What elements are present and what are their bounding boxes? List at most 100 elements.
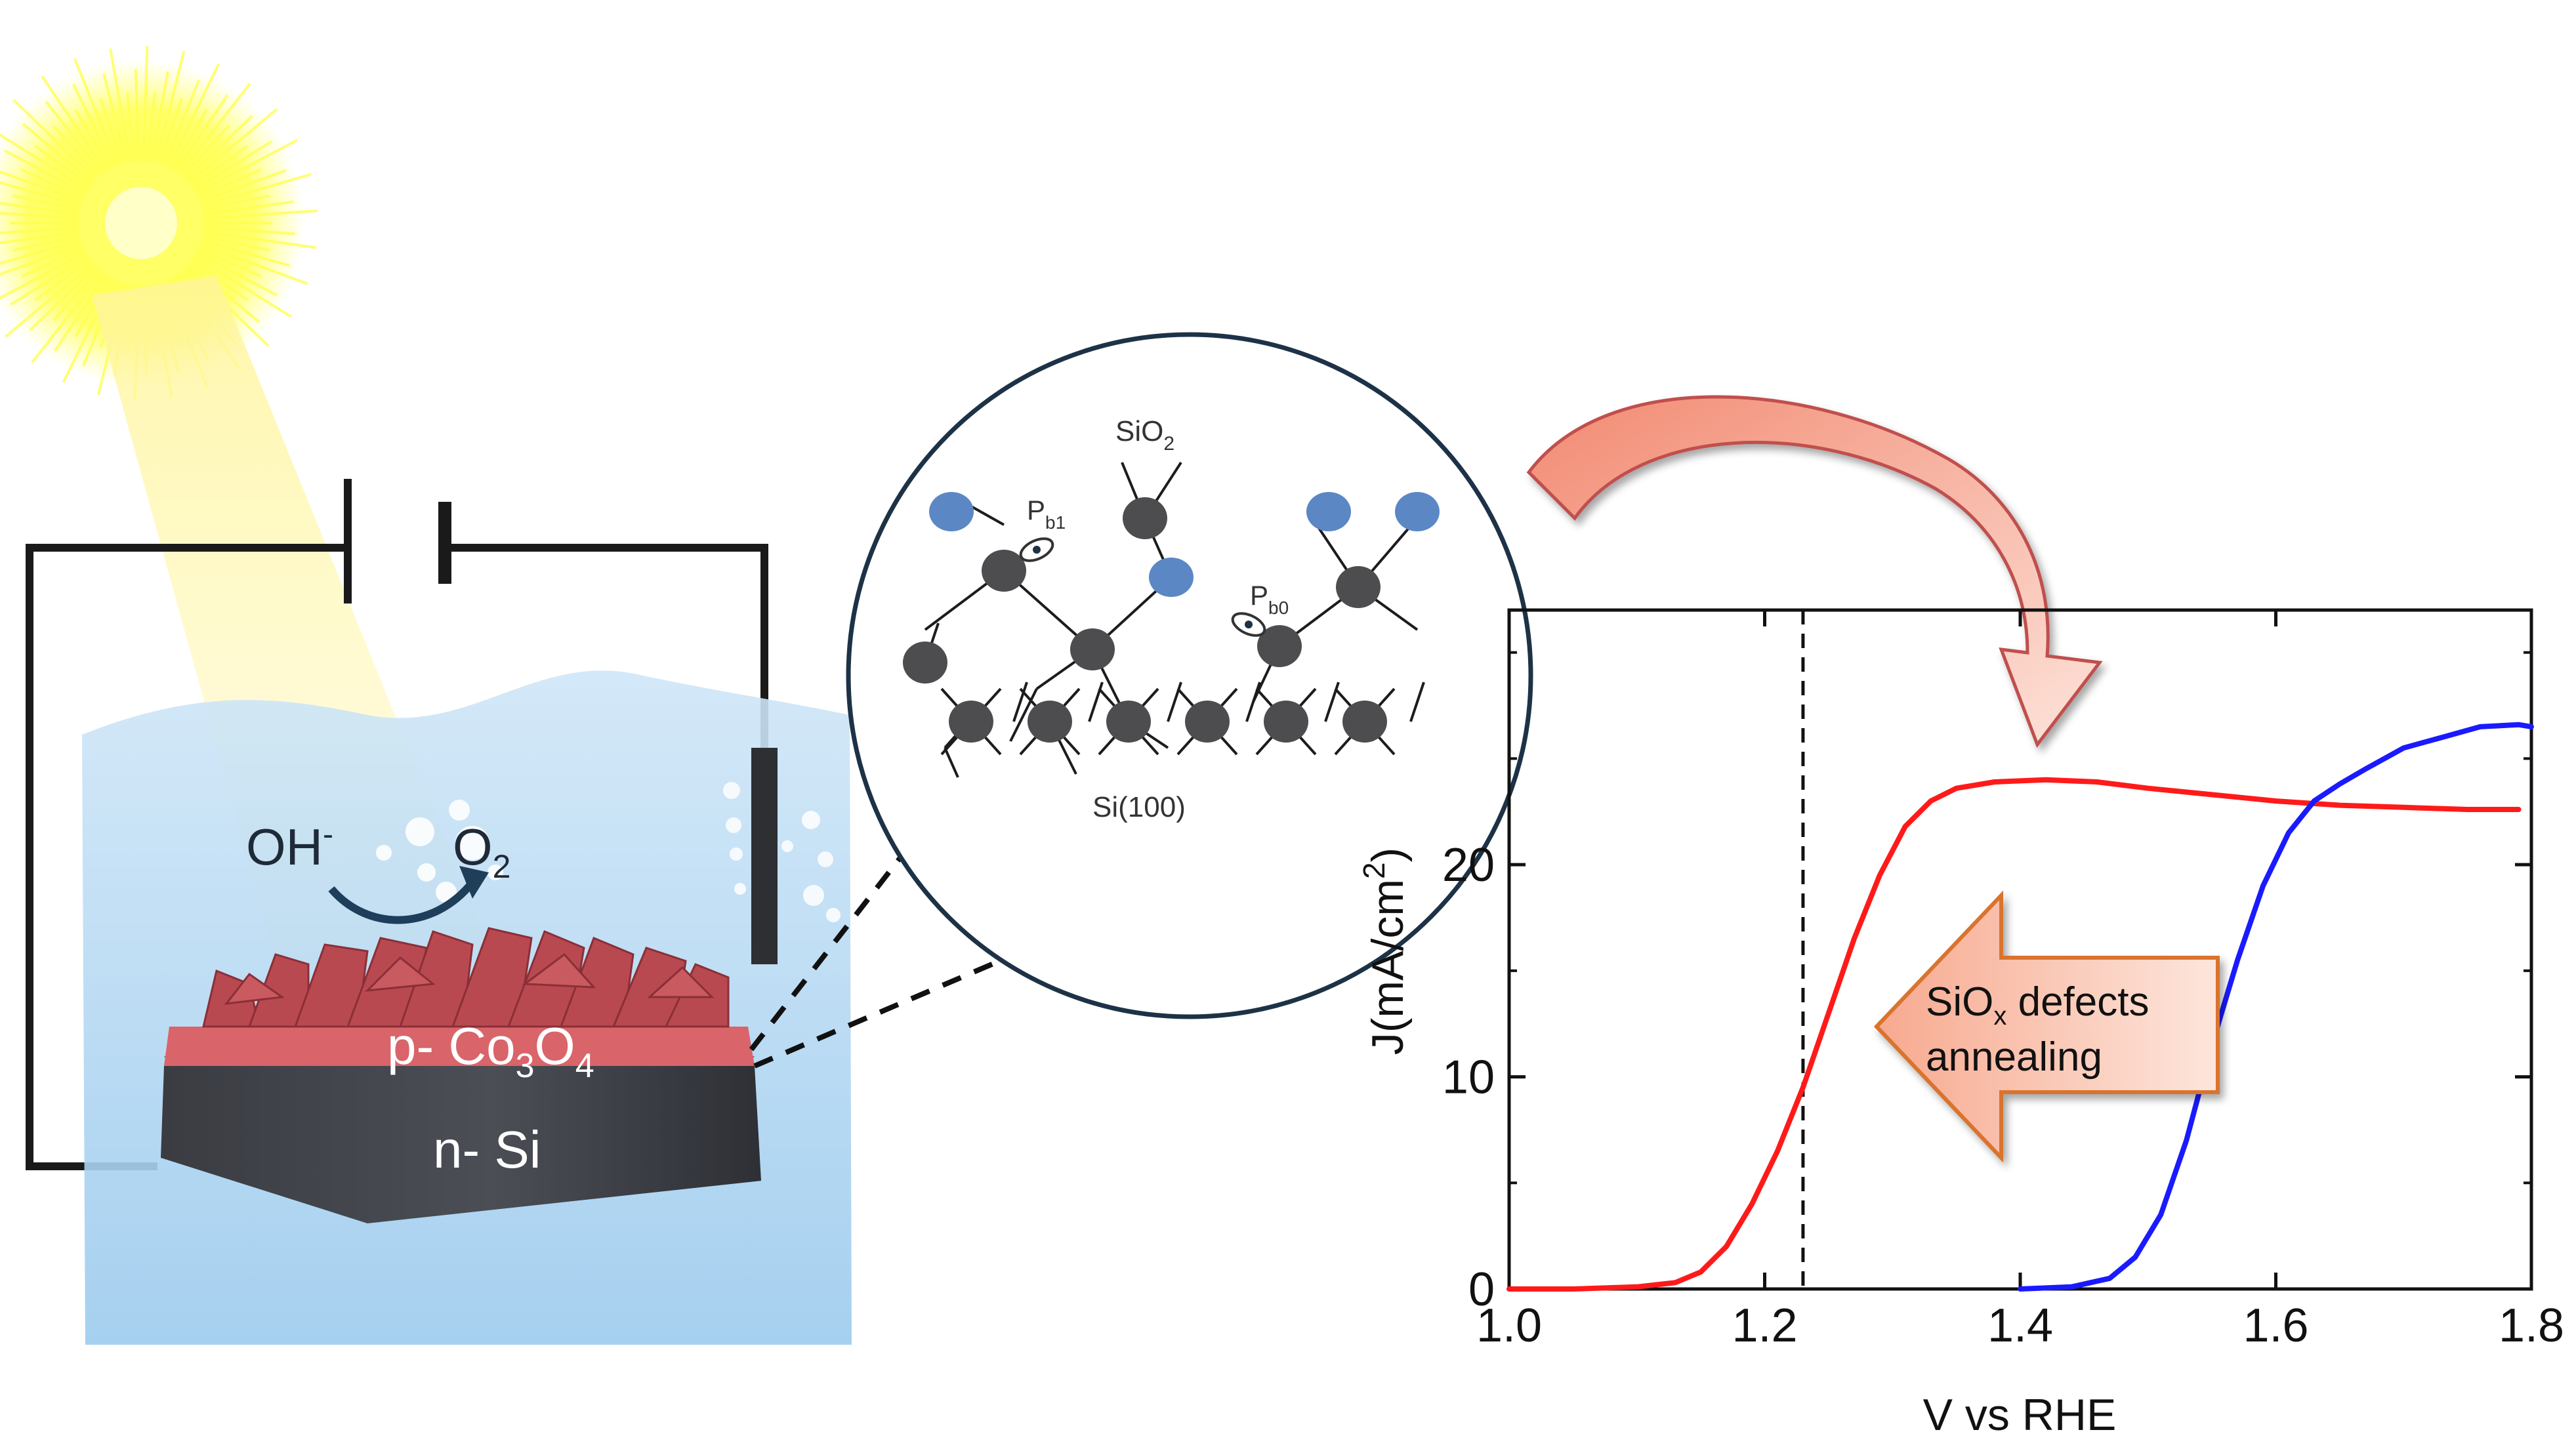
sun-ray (205, 235, 270, 252)
sun-ray (187, 115, 253, 178)
atomic-bond (1245, 682, 1261, 722)
sun-ray (184, 125, 230, 176)
sun-ray (0, 201, 77, 216)
oxygen-bubbles (376, 800, 503, 903)
sun-ray (0, 133, 87, 190)
sun-ray (29, 268, 95, 331)
substrate-label: n- Si (433, 1120, 541, 1179)
sun-ray (202, 244, 308, 285)
silicon-atom (1123, 497, 1167, 539)
sun-ray (12, 99, 95, 178)
unpaired-electron (1033, 546, 1041, 554)
sun-ray (180, 83, 251, 173)
sun-ray (205, 230, 317, 249)
sun-ray (203, 239, 290, 267)
sun-ray (73, 58, 118, 163)
x-axis-label: V vs RHE (1923, 1390, 2117, 1440)
x-tick-label: 1.8 (2499, 1299, 2564, 1352)
series-line-1 (1506, 777, 2522, 1292)
zoom-circle (846, 332, 1533, 1019)
sun-ray (196, 256, 293, 318)
sun-ray (0, 239, 79, 265)
sun-ray (198, 253, 278, 297)
dangling-bond-pb1 (1019, 537, 1054, 562)
sun-ray (206, 209, 318, 220)
series-line-2 (2018, 722, 2534, 1292)
sun-ray (193, 144, 248, 186)
annealing-arrow-icon (1873, 890, 2220, 1163)
sun-ray (200, 248, 262, 278)
sun-ray (200, 168, 262, 198)
sun-ray (74, 108, 110, 167)
sun-ray (0, 211, 76, 220)
y-axis-label: J(mA/cm2) (1357, 848, 1413, 1055)
sun-ray (156, 51, 186, 160)
sun-ray (190, 264, 260, 323)
atomic-bond (944, 747, 959, 778)
sun-ray (74, 279, 110, 338)
silicon-atom (1028, 701, 1072, 743)
y-tick-label: 10 (1442, 1052, 1495, 1104)
sun-ray (52, 125, 98, 176)
sun-ray (31, 274, 102, 363)
x-tick-label: 1.0 (1476, 1299, 1542, 1352)
curved-arrow-icon (1526, 395, 2103, 748)
defect-pb0-label: Pb0 (1250, 580, 1289, 618)
sun-ray (4, 264, 92, 338)
sun-ray (72, 83, 114, 165)
interface-zoom: SiO2 Si(100) Pb1 Pb0 (846, 332, 1533, 1019)
plot-frame (1507, 608, 2533, 1291)
sun-ray (190, 108, 278, 182)
sun-ray (203, 173, 312, 207)
sun-ray (0, 226, 76, 235)
sun-ray (20, 248, 82, 278)
sun-ray (53, 276, 106, 352)
sun-ray (164, 79, 200, 163)
silicon-atom (1342, 701, 1387, 743)
product-label: O2 (453, 818, 510, 885)
atomic-bond (1324, 682, 1340, 722)
silicon-atom (1336, 566, 1381, 608)
sun-ray (20, 168, 82, 198)
silicon-atom (1264, 701, 1308, 743)
atomic-bond (1409, 682, 1425, 722)
reaction-arrowhead (459, 866, 489, 899)
sun-ray (159, 98, 183, 161)
sun-ray (142, 46, 149, 158)
silicon-label: Si(100) (1092, 791, 1186, 823)
x-tick-label: 1.2 (1732, 1299, 1797, 1352)
oxygen-atom (1395, 492, 1440, 531)
atomic-bond (1009, 688, 1038, 742)
sun-ray (41, 75, 106, 170)
silicon-atom (1257, 625, 1302, 667)
silica-label: SiO2 (1115, 415, 1174, 455)
annealing-label-line2: annealing (1926, 1034, 2102, 1080)
sun-ray (202, 169, 287, 202)
sun-ray (169, 63, 220, 165)
oxygen-atom (1306, 492, 1351, 531)
x-tick-label: 1.6 (2243, 1299, 2308, 1352)
sun-ray (12, 194, 77, 211)
oxygen-atom (929, 492, 974, 531)
y-tick-label: 20 (1442, 839, 1495, 891)
silicon-atom (1185, 701, 1230, 743)
cobalt-oxide-flakes (202, 927, 730, 1028)
pec-cell: OH- O2 p- Co3O4 n- Si (0, 46, 852, 1345)
sun-ray (12, 235, 77, 252)
sun-ray (0, 230, 77, 245)
sun-ray (126, 92, 136, 158)
silicon-atom (1070, 628, 1115, 670)
defect-pb1-label: Pb1 (1027, 495, 1066, 533)
catalyst-label: p- Co3O4 (387, 1017, 594, 1085)
sun-ray (52, 270, 98, 321)
sun-ray (146, 92, 156, 158)
sun-ray (34, 260, 89, 302)
silicon-atom (903, 642, 947, 684)
oxygen-atom (1149, 558, 1194, 597)
silicon-atom (1106, 701, 1151, 743)
atomic-bond (1088, 682, 1104, 722)
atomic-bond (1012, 682, 1028, 722)
atomic-bond (1167, 682, 1182, 722)
gas-bubbles (723, 782, 841, 922)
silicon-atom (982, 550, 1026, 592)
